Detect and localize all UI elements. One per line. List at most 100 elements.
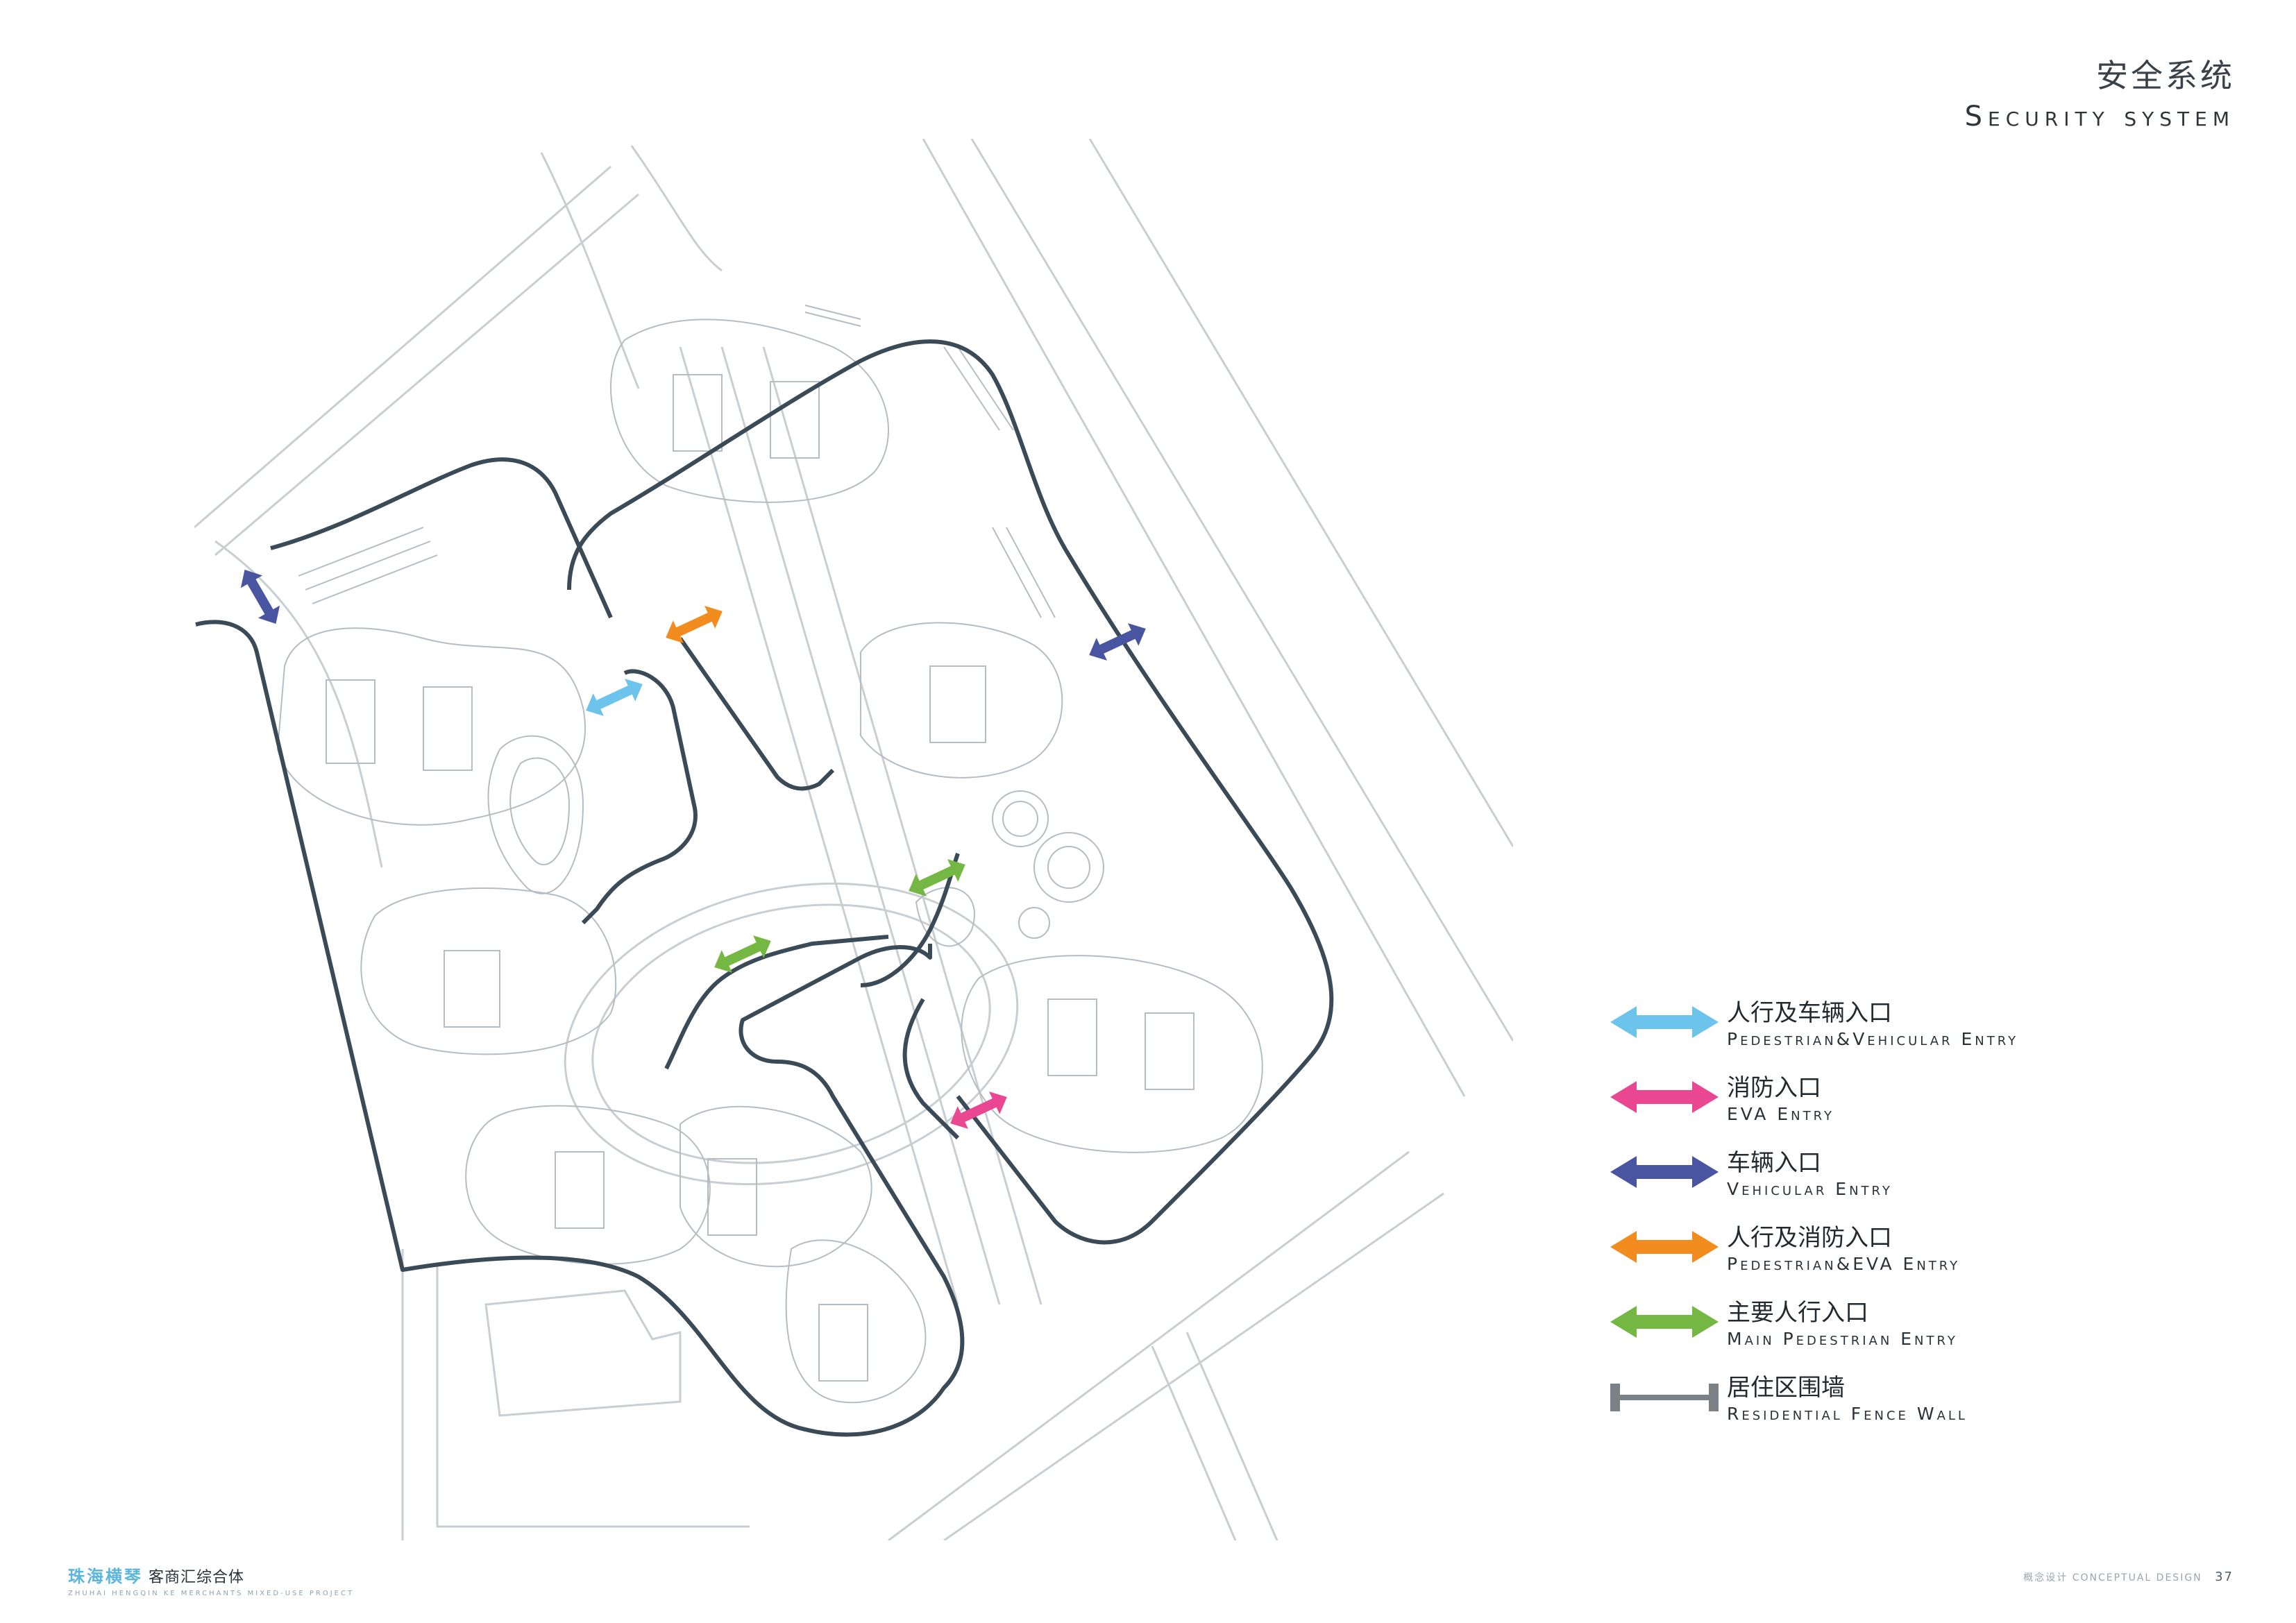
road-line [214, 193, 639, 556]
double-arrow-icon [950, 1091, 1007, 1129]
landscape-details [276, 305, 1263, 1404]
legend-label-en: Pedestrian&EVA Entry [1727, 1253, 1961, 1274]
road-line [194, 165, 611, 529]
building-footprint [1145, 1012, 1195, 1090]
footer-project-highlight: 珠海横琴 [68, 1567, 143, 1586]
eva-entry-marker [950, 1091, 1007, 1129]
legend-item-ped-eva: 人行及消防入口 Pedestrian&EVA Entry [1609, 1224, 2164, 1299]
double-arrow-icon [1610, 1081, 1719, 1113]
central-plaza [564, 882, 1019, 1186]
round-feature [1033, 832, 1104, 903]
footer-project-name: 客商汇综合体 [149, 1569, 245, 1586]
page-number: 37 [2215, 1570, 2234, 1584]
parking-bays [943, 346, 1014, 431]
building-footprint [555, 1151, 605, 1229]
building-footprint [707, 1158, 757, 1236]
double-arrow-icon [1610, 1231, 1719, 1263]
road-line [888, 1150, 1410, 1540]
vehicular-entry-marker-east [1089, 623, 1146, 661]
organic-form [509, 757, 571, 865]
legend-label-cn: 消防入口 [1727, 1074, 1821, 1102]
round-feature [1018, 907, 1050, 939]
legend-label-cn: 车辆入口 [1727, 1149, 1821, 1177]
building-footprint [1047, 999, 1097, 1076]
page-title-cn: 安全系统 [2096, 57, 2235, 94]
organic-form [915, 887, 975, 947]
legend-item-ped-veh: 人行及车辆入口 Pedestrian&Vehicular Entry [1609, 999, 2164, 1074]
building-footprint [326, 679, 375, 764]
round-feature [1002, 801, 1038, 837]
garden-pod [610, 318, 889, 503]
building-footprint [423, 686, 473, 771]
vehicular-entry-marker-west [240, 570, 280, 624]
double-arrow-icon [1089, 623, 1146, 661]
garden-pod [360, 887, 617, 1055]
building-outline [484, 1289, 682, 1417]
site-plan [194, 139, 1513, 1540]
fence-wall-mid-inner [664, 935, 889, 1070]
garden-pod [785, 1239, 927, 1404]
building-footprint [818, 1304, 868, 1382]
parking-bays [298, 527, 438, 604]
organic-form [487, 735, 584, 894]
road-line [1151, 1345, 1237, 1540]
round-feature [1047, 846, 1090, 889]
legend-label-en: Vehicular Entry [1727, 1178, 1893, 1199]
garden-pod [961, 955, 1263, 1153]
legend-label-cn: 主要人行入口 [1727, 1299, 1868, 1327]
building-footprint [770, 381, 820, 459]
road-line [214, 540, 383, 868]
entry-markers [240, 570, 1146, 1129]
parking-bays [992, 527, 1056, 618]
road-line [762, 346, 1043, 1305]
main-ped-entry-marker-east [909, 859, 965, 897]
legend-label-en: Pedestrian&Vehicular Entry [1727, 1028, 2019, 1049]
fence-wall-icon [1610, 1384, 1719, 1411]
double-arrow-icon [666, 606, 723, 643]
road-line [630, 145, 723, 272]
fence-wall-east-inner [678, 637, 835, 791]
central-plaza-inner [591, 903, 991, 1164]
road-line [720, 346, 1001, 1305]
double-arrow-icon [1610, 1156, 1719, 1188]
road-line [540, 152, 640, 389]
footer-section-cn: 概念设计 [2023, 1572, 2068, 1583]
double-arrow-icon [1610, 1306, 1719, 1338]
legend-label-cn: 人行及消防入口 [1727, 1224, 1892, 1252]
legend-label-cn: 人行及车辆入口 [1727, 999, 1892, 1027]
legend-item-eva: 消防入口 EVA Entry [1609, 1074, 2164, 1149]
fence-wall-west-north [270, 457, 613, 619]
road-line [943, 1192, 1444, 1540]
double-arrow-icon [240, 570, 280, 624]
building-footprint [929, 665, 986, 743]
road-line [436, 1263, 750, 1528]
building-footprint [444, 950, 500, 1028]
garden-pod [679, 1105, 872, 1268]
legend-item-vehicular: 车辆入口 Vehicular Entry [1609, 1149, 2164, 1224]
legend-label-en: Residential Fence Wall [1727, 1403, 1968, 1424]
ped-eva-entry-marker [666, 606, 723, 643]
page-title-en: Security System [1964, 101, 2235, 133]
footer-project: 珠海横琴客商汇综合体 ZHUHAI HENGQIN KE MERCHANTS M… [68, 1563, 354, 1597]
double-arrow-icon [586, 679, 643, 716]
road-line [922, 139, 1466, 1097]
fence-wall-west-inner [581, 669, 698, 925]
legend-label-cn: 居住区围墙 [1727, 1374, 1845, 1402]
road-line [970, 139, 1513, 1042]
fence-wall-west [195, 620, 965, 1437]
footer-section: 概念设计 CONCEPTUAL DESIGN 37 [2023, 1570, 2234, 1584]
garden-pod [465, 1105, 711, 1265]
footer-project-en: ZHUHAI HENGQIN KE MERCHANTS MIXED-USE PR… [68, 1590, 355, 1597]
base-map [194, 139, 1513, 1540]
legend-item-main-ped: 主要人行入口 Main Pedestrian Entry [1609, 1299, 2164, 1374]
garden-pod [276, 627, 586, 826]
building-footprint [673, 374, 723, 452]
ped-veh-entry-marker [586, 679, 643, 716]
double-arrow-icon [714, 935, 771, 973]
parking-bays [804, 305, 861, 327]
main-ped-entry-marker-center [714, 935, 771, 973]
fence-wall-center-south [902, 998, 960, 1140]
double-arrow-icon [1610, 1006, 1719, 1038]
road-line [1088, 139, 1513, 847]
legend: 人行及车辆入口 Pedestrian&Vehicular Entry 消防入口 … [1609, 999, 2164, 1449]
